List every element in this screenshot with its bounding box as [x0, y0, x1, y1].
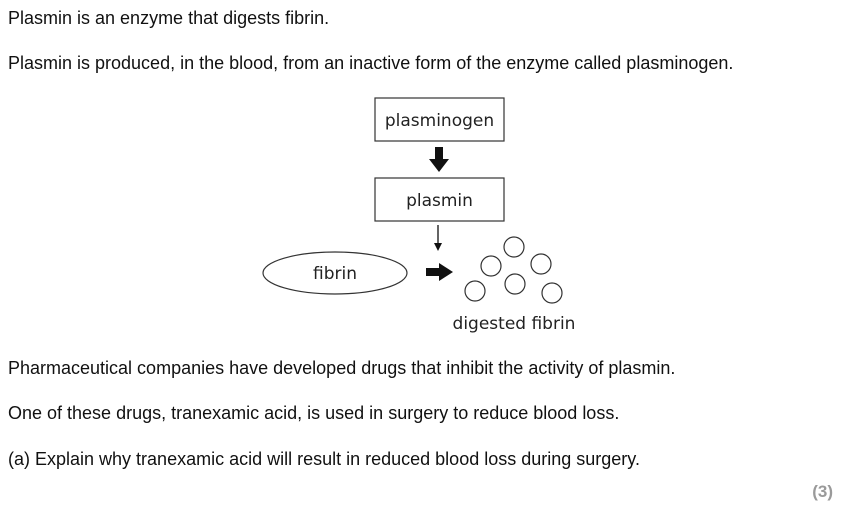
intro-line-1: Plasmin is an enzyme that digests fibrin… [8, 8, 330, 28]
fibrin-label: fibrin [313, 264, 357, 284]
marks-indicator: (3) [812, 482, 833, 501]
fibrin-fragment [503, 236, 525, 258]
fibrin-fragment [530, 253, 552, 275]
plasminogen-label: plasminogen [385, 111, 494, 131]
fibrin-fragment [504, 273, 526, 295]
body-line-3: Pharmaceutical companies have developed … [8, 358, 676, 378]
thick-right-arrow-icon [426, 263, 453, 281]
fibrin-fragment [541, 282, 563, 304]
fibrin-ellipse [262, 251, 408, 295]
intro-line-2: Plasmin is produced, in the blood, from … [8, 53, 734, 73]
plasmin-label: plasmin [406, 191, 473, 211]
fibrin-fragment [480, 255, 502, 277]
plasmin-box [374, 177, 505, 222]
digested-fibrin-label: digested fibrin [453, 314, 576, 334]
body-line-4: One of these drugs, tranexamic acid, is … [8, 403, 620, 423]
digested-fibrin-circles [464, 236, 563, 304]
fibrin-fragment [464, 280, 486, 302]
question-a: (a) Explain why tranexamic acid will res… [8, 449, 640, 469]
plasminogen-box [374, 97, 505, 142]
thin-down-arrow-icon [434, 225, 442, 251]
thick-down-arrow-icon [429, 147, 449, 172]
